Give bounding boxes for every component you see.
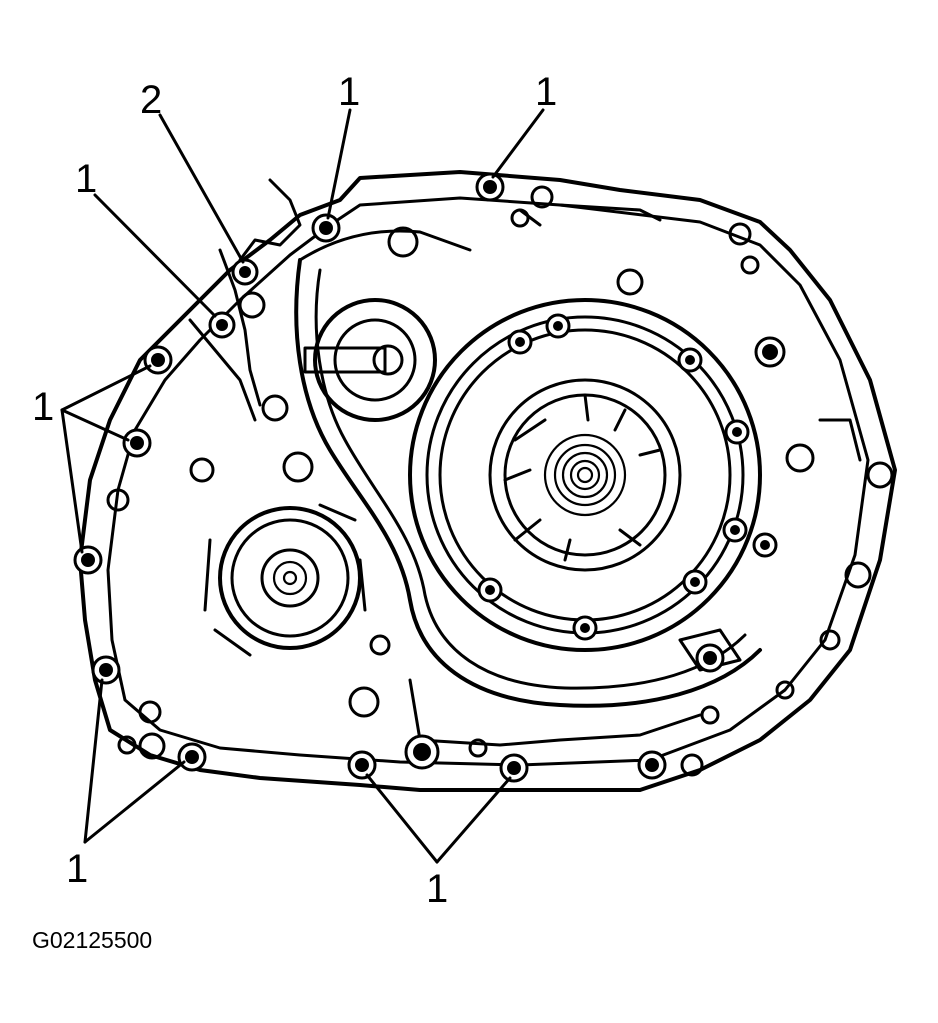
figure-id: G02125500 [32, 927, 152, 953]
servo-assembly [303, 298, 437, 422]
callout-1-lower-left: 1 [66, 847, 88, 891]
callout-1-top-center: 1 [338, 70, 360, 114]
bolts [73, 172, 786, 783]
leader-lines [60, 108, 545, 864]
input-shaft [203, 503, 367, 657]
boss-holes [106, 185, 894, 777]
callout-1-bottom: 1 [426, 867, 448, 911]
callout-1-upper-left: 1 [75, 157, 97, 201]
callout-1-left: 1 [32, 385, 54, 429]
callout-1-top-right: 1 [535, 70, 557, 114]
callout-2-top-left: 2 [140, 78, 162, 122]
case-details [408, 203, 862, 747]
callouts: 1 1 2 1 1 1 1 [32, 70, 557, 911]
clutch-housing [408, 298, 762, 652]
